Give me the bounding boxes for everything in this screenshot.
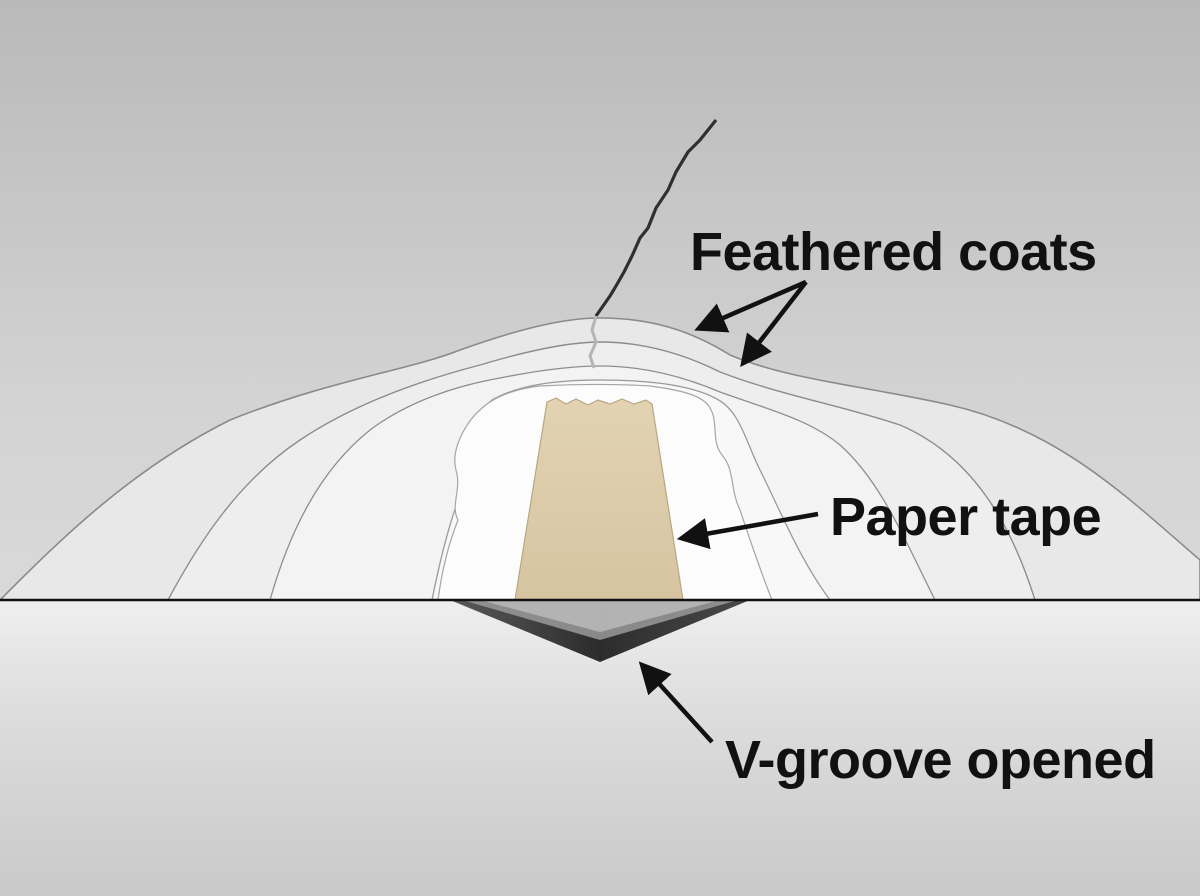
paper-tape-arrow (676, 511, 819, 550)
paper-tape (514, 397, 684, 601)
v-groove (450, 600, 750, 662)
feathered-coats-arrows (694, 279, 808, 367)
label-v-groove-opened: V-groove opened (725, 730, 1156, 790)
v-groove-arrow (638, 661, 714, 744)
label-feathered-coats: Feathered coats (690, 222, 1097, 282)
hairline-crack (588, 119, 718, 369)
label-paper-tape: Paper tape (830, 487, 1101, 547)
